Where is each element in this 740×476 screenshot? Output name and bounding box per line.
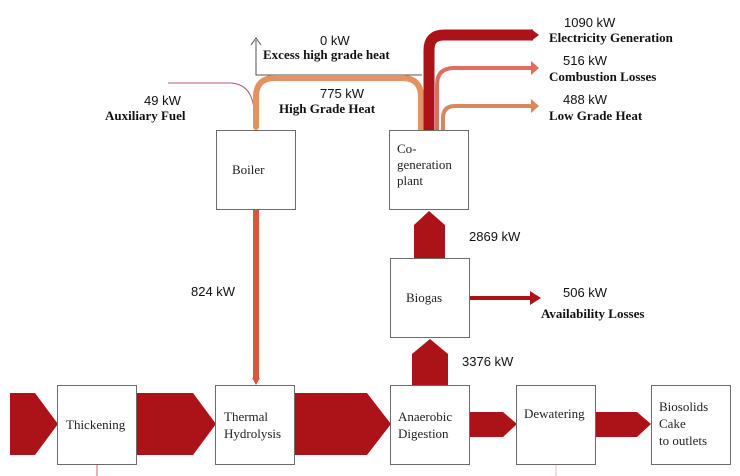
anaerobic-digestion-label-2: Digestion <box>398 426 449 441</box>
combustion-losses-name: Combustion Losses <box>549 69 657 84</box>
thermal-hydrolysis-label-1: Thermal <box>224 409 269 424</box>
aux-fuel-value: 49 kW <box>144 93 181 108</box>
biosolids-label-2: Cake <box>659 416 686 431</box>
electricity-name: Electricity Generation <box>549 30 673 45</box>
biogas-box[interactable]: Biogas <box>390 258 470 338</box>
anaerobic-digestion-label-1: Anaerobic <box>398 409 453 424</box>
aux-fuel-name: Auxiliary Fuel <box>105 108 186 123</box>
flow-high-grade-heat <box>253 75 424 133</box>
flow-digestion-to-dewatering <box>469 412 517 437</box>
boiler-feed-arrowhead <box>252 378 260 385</box>
boiler-box[interactable]: Boiler <box>216 130 296 210</box>
thickening-label: Thickening <box>66 417 126 432</box>
thickening-box[interactable]: Thickening <box>57 385 137 465</box>
cogeneration-label-1: Co- <box>397 141 417 156</box>
biogas-label: Biogas <box>406 290 443 305</box>
cogeneration-label-3: plant <box>397 173 423 188</box>
dewatering-label: Dewatering <box>524 406 585 421</box>
excess-heat-arrowhead <box>250 37 262 46</box>
thermal-hydrolysis-box[interactable]: Thermal Hydrolysis <box>215 385 295 465</box>
electricity-value: 1090 kW <box>564 15 616 30</box>
biogas-to-cogen-value: 2869 kW <box>469 229 521 244</box>
boiler-label: Boiler <box>232 162 265 177</box>
thermal-hydrolysis-label-2: Hydrolysis <box>224 426 282 441</box>
availability-arrowhead <box>530 291 541 305</box>
cogeneration-box[interactable]: Co- generation plant <box>389 130 469 210</box>
lowgrade-arrowhead <box>531 99 539 113</box>
combustion-arrowhead <box>531 61 539 75</box>
biosolids-label-3: to outlets <box>659 433 708 448</box>
flow-electricity <box>423 29 533 130</box>
dewatering-box[interactable]: Dewatering <box>516 385 596 465</box>
flow-thermal-to-digestion <box>295 393 391 455</box>
flow-digestion-to-biogas <box>412 339 448 385</box>
anaerobic-digestion-box[interactable]: Anaerobic Digestion <box>390 385 470 465</box>
high-grade-heat-name: High Grade Heat <box>279 101 376 116</box>
boiler-to-thermal-value: 824 kW <box>191 284 236 299</box>
low-grade-heat-name: Low Grade Heat <box>549 108 643 123</box>
combustion-losses-value: 516 kW <box>563 53 608 68</box>
flow-dewatering-to-biosolids <box>596 412 651 437</box>
flow-thickening-to-thermal <box>137 393 216 455</box>
low-grade-heat-value: 488 kW <box>563 92 608 107</box>
flow-biogas-to-cogen <box>414 211 445 258</box>
biosolids-label-1: Biosolids <box>659 399 709 414</box>
electricity-arrowhead <box>531 29 539 41</box>
biosolids-cake-box[interactable]: Biosolids Cake to outlets <box>651 385 731 465</box>
high-grade-heat-value: 775 kW <box>320 86 365 101</box>
cogeneration-label-2: generation <box>397 157 452 172</box>
flow-combustion-losses <box>435 66 533 130</box>
flow-input-to-thickening <box>10 393 58 455</box>
excess-heat-value: 0 kW <box>320 33 350 48</box>
excess-heat-name: Excess high grade heat <box>263 47 390 62</box>
availability-losses-name: Availability Losses <box>541 306 645 321</box>
digestion-to-biogas-value: 3376 kW <box>462 354 514 369</box>
availability-losses-value: 506 kW <box>563 285 608 300</box>
flow-low-grade-heat <box>441 104 533 130</box>
